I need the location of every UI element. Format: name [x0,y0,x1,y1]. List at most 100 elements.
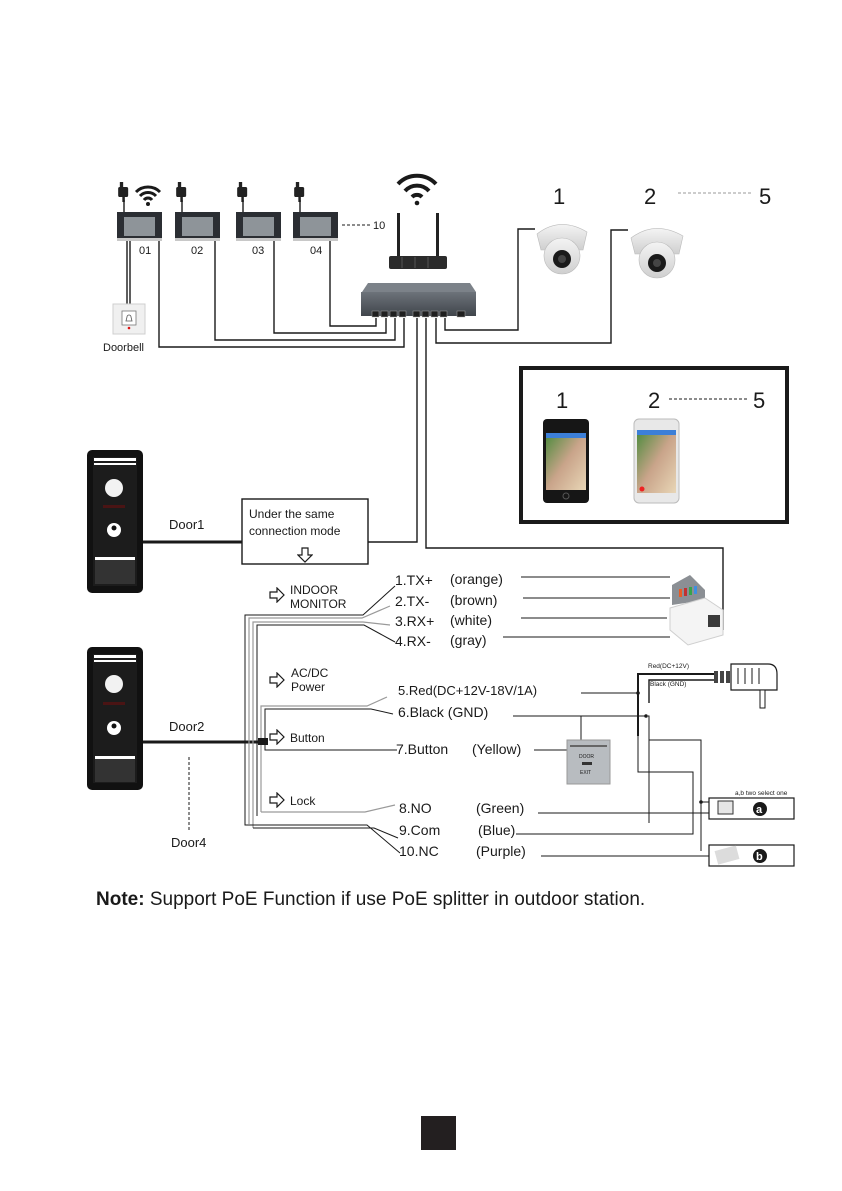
wire-color-label: (Purple) [476,843,526,859]
locks-caption: a,b two select one [735,790,788,797]
group-label-button: Button [290,731,325,745]
lock-option-a[interactable]: a,b two select one a [708,790,795,820]
phone-label-5: 5 [753,388,765,413]
pin-label: 9.Com [399,822,440,838]
option-a-label: a [756,804,763,816]
power-plug-icon [118,182,129,202]
indoor-monitor-01[interactable] [117,182,162,241]
doorbell[interactable]: Doorbell [103,241,146,354]
exit-button-door-text: DOOR [579,754,594,760]
option-a-badge [753,802,767,816]
phone-label-2: 2 [648,388,660,413]
poe-switch[interactable] [361,283,476,318]
door4-label: Door4 [171,835,206,850]
rj45-keystone-jack[interactable] [669,575,724,646]
camera-label-1: 1 [553,184,565,209]
wire-color-label: (orange) [450,571,503,587]
note-text: Support PoE Function if use PoE splitter… [144,889,646,910]
monitor-label-01: 01 [139,245,151,257]
pin-label: 8.NO [399,800,432,816]
page-number-block [421,1116,456,1150]
pin-label: 1.TX+ [395,572,433,588]
ip-camera-1[interactable]: 1 [536,184,588,275]
key-icon [582,762,592,765]
outdoor-station-door2[interactable] [87,647,143,790]
router[interactable] [389,173,447,269]
group-label-indoor: INDOOR [290,583,338,597]
arrow-right-icon [269,672,285,688]
wire-color-label: (Blue) [478,822,515,838]
cable-bundle [244,585,401,854]
note-prefix: Note: [96,889,145,910]
lock-option-b[interactable]: b [708,844,795,867]
monitor-cables [158,241,405,348]
pin-label: 2.TX- [395,593,430,609]
arrow-right-icon [269,792,285,808]
wire-color-label: (Green) [476,800,524,816]
door2-label: Door2 [169,719,204,734]
power-adapter[interactable]: Red(DC+12V) Black (GND) [581,663,778,823]
indoor-monitors: 01 02 03 04 10 [117,182,385,257]
monitor-label-03: 03 [252,245,264,257]
group-label-power: Power [291,680,325,694]
group-lock: Lock [269,792,316,808]
pin-label: 7.Button [396,741,448,757]
doorbell-label: Doorbell [103,342,144,354]
exit-button-exit-text: EXIT [580,770,591,776]
arrow-right-icon [269,729,285,745]
adapter-red-label: Red(DC+12V) [648,663,689,670]
option-b-badge [753,849,767,863]
group-label-acdc: AC/DC [291,666,329,680]
option-b-label: b [756,851,763,863]
indoor-monitor-03[interactable] [236,182,281,241]
iphone[interactable] [543,419,589,503]
group-button: Button [269,729,325,745]
mobile-app-panel: 1 2 5 [519,366,789,524]
monitor-count-label: 10 [373,220,385,232]
indoor-monitor-02[interactable] [175,182,220,241]
pin-label: 4.RX- [395,633,431,649]
monitor-label-04: 04 [310,245,322,257]
outdoor-station-door1[interactable] [87,450,143,593]
pin-label: 10.NC [399,843,439,859]
bell-icon [125,314,133,322]
power-plug-icon [176,182,187,202]
group-power: AC/DC Power [269,666,329,694]
arrow-right-icon [269,587,285,603]
monitor-label-02: 02 [191,245,203,257]
group-label-monitor: MONITOR [290,597,347,611]
electric-lock-icon [717,800,734,815]
connection-box-line2: connection mode [249,524,341,538]
ip-camera-2[interactable]: 2 5 [630,184,771,279]
wire-color-label: (brown) [450,592,497,608]
indoor-monitor-04[interactable] [293,182,338,241]
wire-color-label: (gray) [450,632,487,648]
door1-label: Door1 [169,517,204,532]
android-phone[interactable] [633,418,680,504]
trunk-cables [368,318,724,630]
wifi-icon [134,185,162,206]
pin-label: 5.Red(DC+12V-18V/1A) [398,683,537,698]
pin-label: 6.Black (GND) [398,704,488,720]
poe-note: Note: Support PoE Function if use PoE sp… [96,889,645,911]
magnetic-lock-icon [714,845,740,865]
camera-label-5: 5 [759,184,771,209]
phone-label-1: 1 [556,388,568,413]
connection-box-line1: Under the same [249,507,335,521]
wire-color-label: (white) [450,612,492,628]
power-plug-icon [294,182,305,202]
rj45-wires [503,576,670,638]
exit-button[interactable]: DOOR EXIT [534,739,611,785]
pin-labels: 1.TX+ (orange) 2.TX- (brown) 3.RX+ (whit… [395,571,537,859]
camera-cables [435,228,628,344]
camera-label-2: 2 [644,184,656,209]
adapter-black-label: Black (GND) [650,681,686,688]
power-plug-icon [237,182,248,202]
lock-wiring [516,736,712,857]
connection-mode-box: Under the same connection mode [241,498,369,565]
group-indoor-monitor: INDOOR MONITOR [269,583,347,611]
pin-label: 3.RX+ [395,613,434,629]
wire-color-label: (Yellow) [472,741,521,757]
wifi-icon [396,173,438,206]
